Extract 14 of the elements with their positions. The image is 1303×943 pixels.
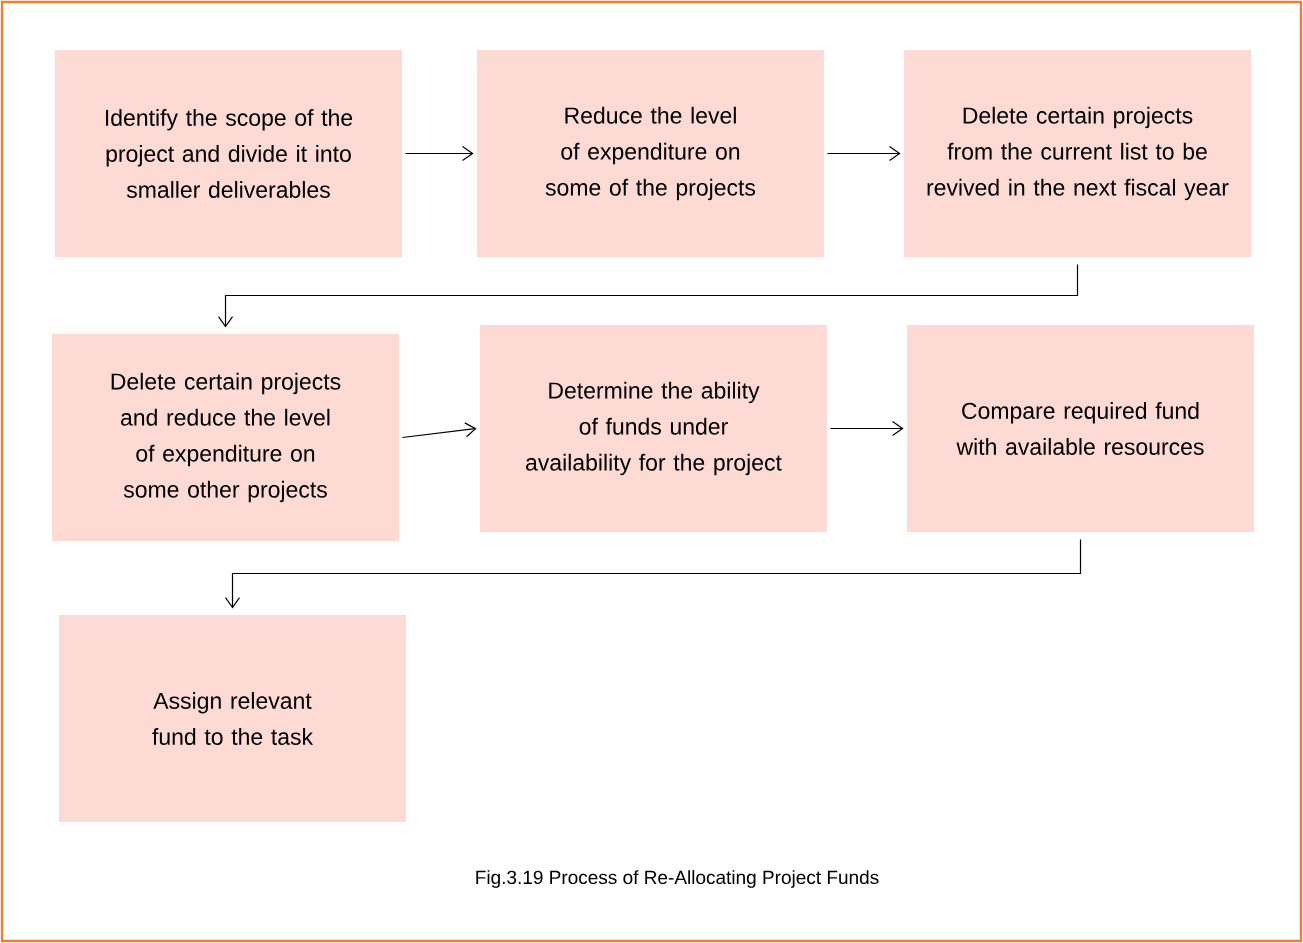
arrow (404, 145, 474, 162)
process-box: Determine the ability of funds under availability for the project (480, 325, 827, 532)
arrow (224, 538, 1082, 609)
process-box: Reduce the level of expenditure on some of the projects (477, 50, 824, 257)
process-box: Delete certain projects from the current list to be revived in the next fiscal year (904, 50, 1251, 257)
process-box: Assign relevant fund to the task (59, 615, 406, 822)
process-box: Delete certain projects and reduce the level of expenditure on some other projects (52, 334, 399, 541)
arrow (826, 145, 901, 162)
process-box: Compare required fund with available resources (907, 325, 1254, 532)
arrow (217, 263, 1079, 328)
figure-caption: Fig.3.19 Process of Re-Allocating Project Funds (476, 870, 879, 888)
arrow (401, 422, 477, 439)
arrow (829, 420, 904, 437)
process-box: Identify the scope of the project and divide it into smaller deliverables (55, 50, 402, 257)
